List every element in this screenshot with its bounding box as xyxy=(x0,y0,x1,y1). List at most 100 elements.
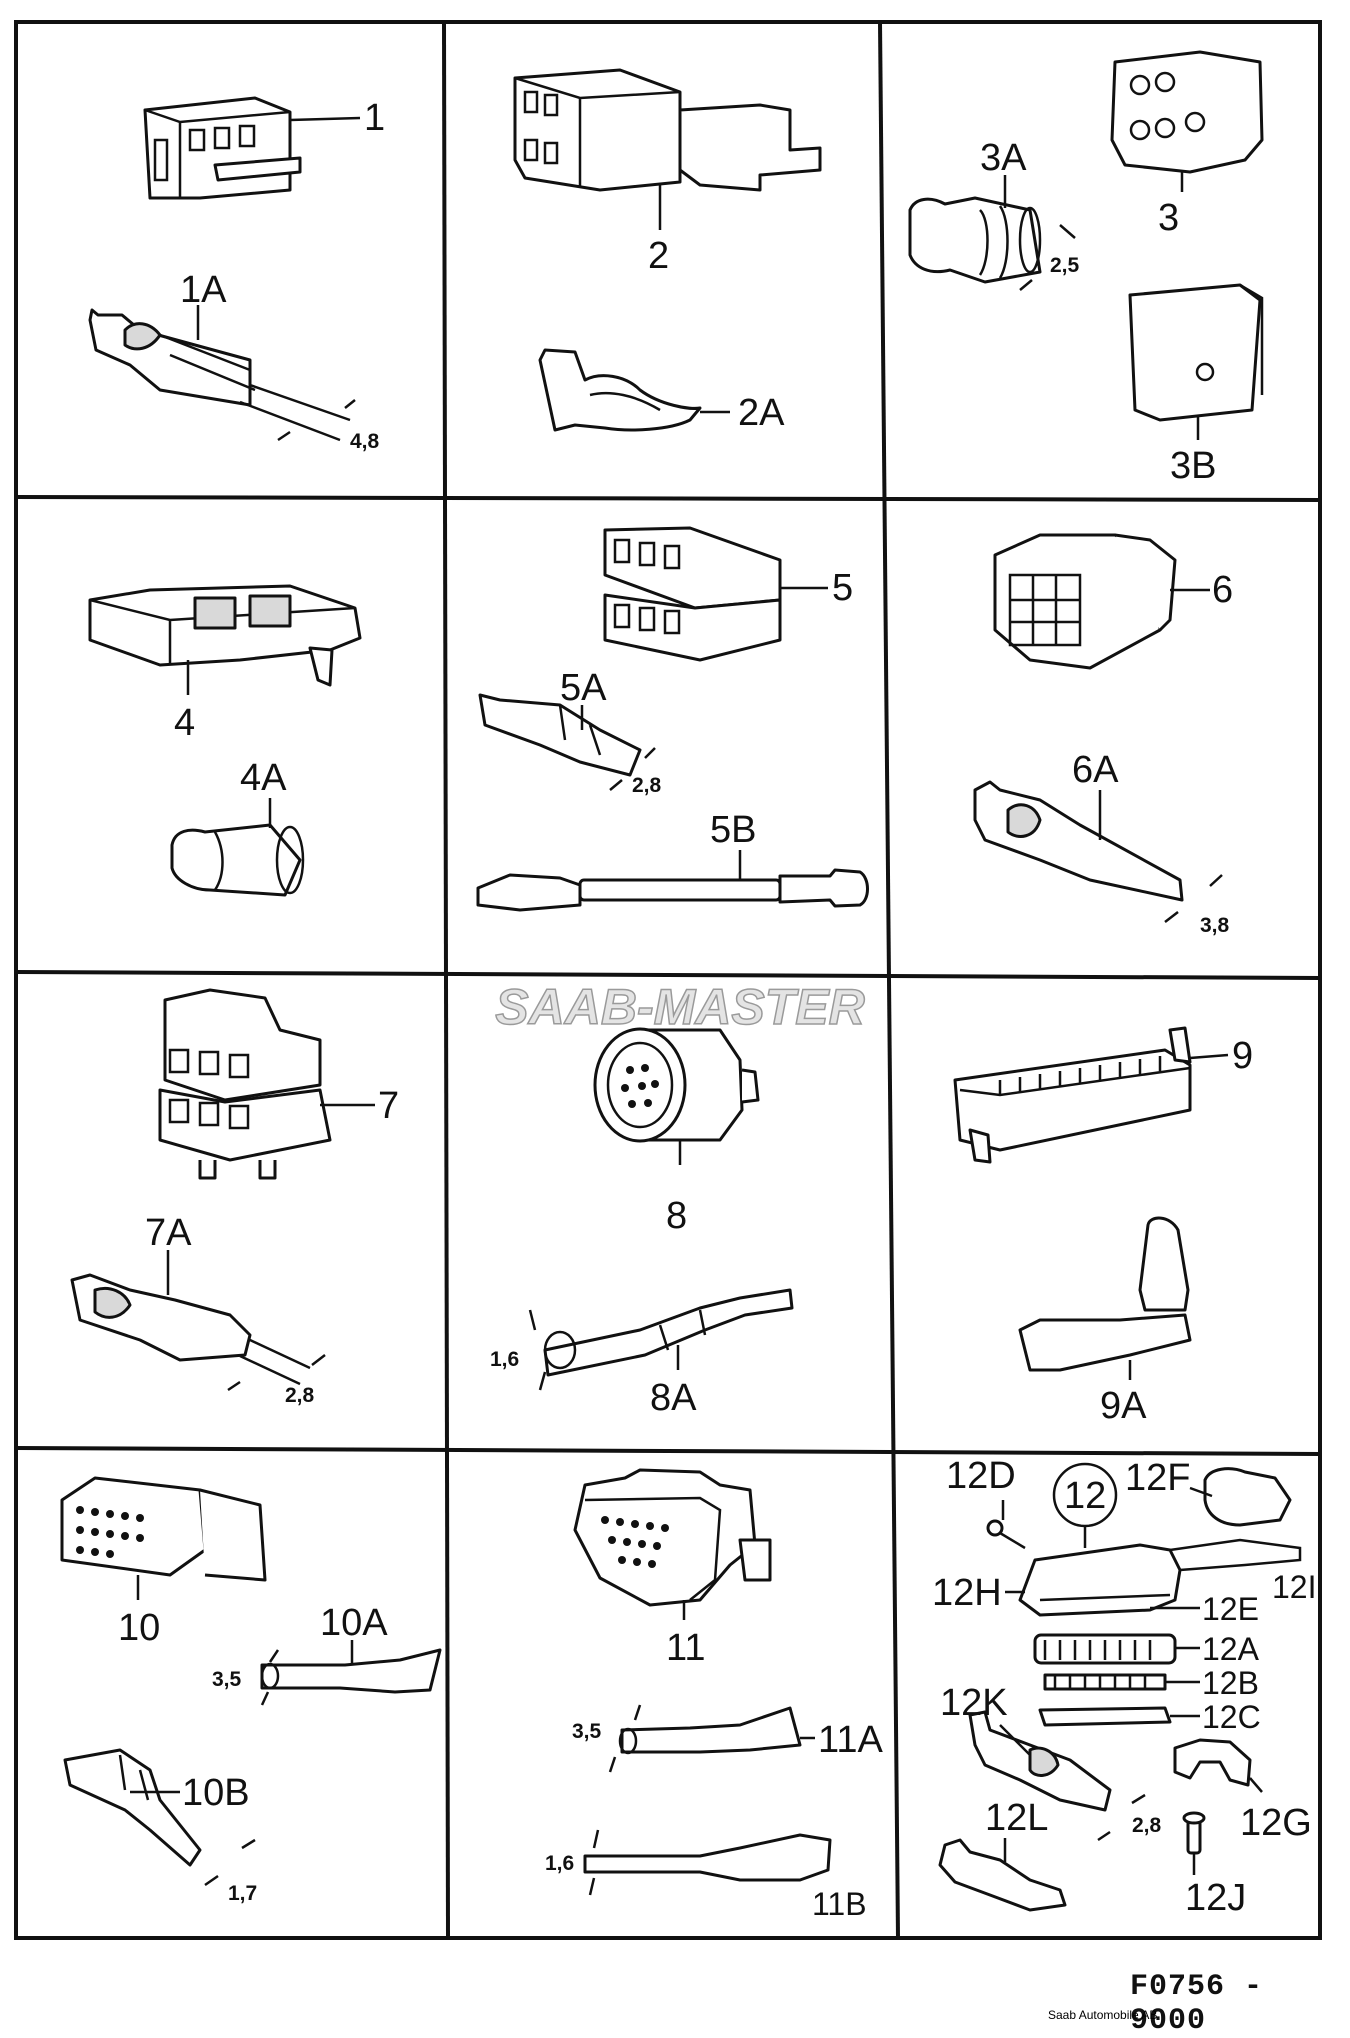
panel-1: 1 1A 4,8 xyxy=(88,96,385,453)
connector-housing-6 xyxy=(993,533,1177,670)
panel-6: 6 6A 3,8 xyxy=(973,533,1233,937)
terminal-11B xyxy=(583,1833,832,1882)
dim-8A: 1,6 xyxy=(490,1348,519,1371)
seal-12B xyxy=(1043,1673,1167,1691)
connector-housing-2 xyxy=(513,68,822,192)
label-12D: 12D xyxy=(946,1455,1016,1497)
panel-12: 12 12D 12F 12E 12I 12H 12A xyxy=(932,1455,1316,1919)
connector-housing-3 xyxy=(1110,50,1264,174)
label-1: 1 xyxy=(364,97,385,139)
terminal-6A xyxy=(973,780,1184,902)
label-12L: 12L xyxy=(985,1797,1048,1839)
terminal-10B xyxy=(63,1748,202,1867)
terminal-4A xyxy=(170,823,305,897)
label-3: 3 xyxy=(1158,197,1179,239)
panel-grid xyxy=(14,20,1322,1940)
label-12: 12 xyxy=(1064,1475,1106,1517)
label-11: 11 xyxy=(666,1627,705,1669)
label-12G: 12G xyxy=(1240,1802,1312,1844)
cover-12E xyxy=(1018,1538,1302,1617)
label-12K: 12K xyxy=(940,1682,1008,1724)
label-12I: 12I xyxy=(1272,1569,1316,1605)
label-2A: 2A xyxy=(738,392,785,434)
terminal-5A xyxy=(478,693,642,777)
label-9: 9 xyxy=(1232,1035,1253,1077)
label-10A: 10A xyxy=(320,1602,388,1644)
terminal-3A xyxy=(908,196,1042,284)
label-4A: 4A xyxy=(240,757,287,799)
panel-10: 10 10A 3,5 10B 1,7 xyxy=(60,1476,442,1905)
bracket-9A xyxy=(1018,1216,1192,1372)
dim-10A: 3,5 xyxy=(212,1668,242,1691)
label-6: 6 xyxy=(1212,569,1233,611)
panel-7: 7 7A 2,8 xyxy=(70,988,399,1407)
dim-12K: 2,8 xyxy=(1132,1814,1162,1837)
label-12B: 12B xyxy=(1202,1665,1259,1701)
label-11A: 11A xyxy=(818,1719,883,1761)
dim-1A: 4,8 xyxy=(350,430,380,453)
label-12J: 12J xyxy=(1185,1877,1246,1919)
connector-housing-4 xyxy=(88,584,362,687)
label-12H: 12H xyxy=(932,1572,1002,1614)
panel-8: 8 8A 1,6 xyxy=(490,1027,794,1419)
panel-9: 9 9A xyxy=(953,1026,1253,1427)
label-4: 4 xyxy=(174,702,195,744)
terminal-5B xyxy=(476,868,869,912)
terminal-7A xyxy=(70,1273,311,1386)
terminal-11A xyxy=(618,1706,802,1755)
label-7: 7 xyxy=(378,1085,399,1127)
dim-5A: 2,8 xyxy=(632,774,662,797)
label-9A: 9A xyxy=(1100,1385,1147,1427)
dim-3A: 2,5 xyxy=(1050,254,1080,277)
clip-2A xyxy=(538,348,702,432)
clamp-12G xyxy=(1173,1738,1252,1787)
panel-3: 3 3A 2,5 3B xyxy=(908,50,1264,487)
terminal-12K xyxy=(968,1710,1112,1812)
label-1A: 1A xyxy=(180,269,227,311)
connector-housing-10 xyxy=(60,1476,267,1582)
figure-code: F0756 - 9000 xyxy=(1130,1970,1264,2038)
label-7A: 7A xyxy=(145,1212,192,1254)
panel-11: 11 11A 3,5 11B 1,6 xyxy=(545,1468,883,1922)
label-3A: 3A xyxy=(980,137,1027,179)
dim-7A: 2,8 xyxy=(285,1384,315,1407)
terminal-1A xyxy=(88,308,351,442)
cover-3B xyxy=(1128,283,1264,422)
screw-12J xyxy=(1182,1811,1206,1855)
label-5: 5 xyxy=(832,567,853,609)
panel-4: 4 4A xyxy=(88,584,362,897)
terminal-8A xyxy=(543,1288,794,1377)
label-10B: 10B xyxy=(182,1772,250,1814)
label-3B: 3B xyxy=(1170,445,1216,487)
terminal-10A xyxy=(260,1648,442,1694)
seal-12A xyxy=(1033,1633,1177,1665)
label-5B: 5B xyxy=(710,809,756,851)
connector-housing-7 xyxy=(158,988,332,1180)
panel-2: 2 2A xyxy=(513,68,822,434)
label-11B: 11B xyxy=(812,1886,867,1922)
strip-12C xyxy=(1038,1706,1172,1727)
label-8A: 8A xyxy=(650,1377,697,1419)
connector-housing-11 xyxy=(573,1468,772,1607)
dim-11B: 1,6 xyxy=(545,1852,574,1875)
label-2: 2 xyxy=(648,235,669,277)
dim-6A: 3,8 xyxy=(1200,914,1230,937)
dim-10B: 1,7 xyxy=(228,1882,257,1905)
terminal-12L xyxy=(938,1838,1067,1912)
screw-12D xyxy=(986,1519,1026,1550)
copyright-text: Saab Automobile AB xyxy=(1048,2008,1158,2022)
connector-housing-1 xyxy=(143,96,302,200)
label-12A: 12A xyxy=(1202,1631,1260,1667)
dim-11A: 3,5 xyxy=(572,1720,602,1743)
label-6A: 6A xyxy=(1072,749,1119,791)
fuse-holder-9 xyxy=(953,1026,1192,1164)
watermark-text: SAAB-MASTER xyxy=(495,979,864,1035)
label-10: 10 xyxy=(118,1607,160,1649)
label-12E: 12E xyxy=(1202,1591,1259,1627)
label-5A: 5A xyxy=(560,667,607,709)
round-connector-8 xyxy=(593,1027,760,1143)
label-12C: 12C xyxy=(1202,1699,1261,1735)
label-8: 8 xyxy=(666,1195,687,1237)
connector-housing-5 xyxy=(603,526,782,662)
